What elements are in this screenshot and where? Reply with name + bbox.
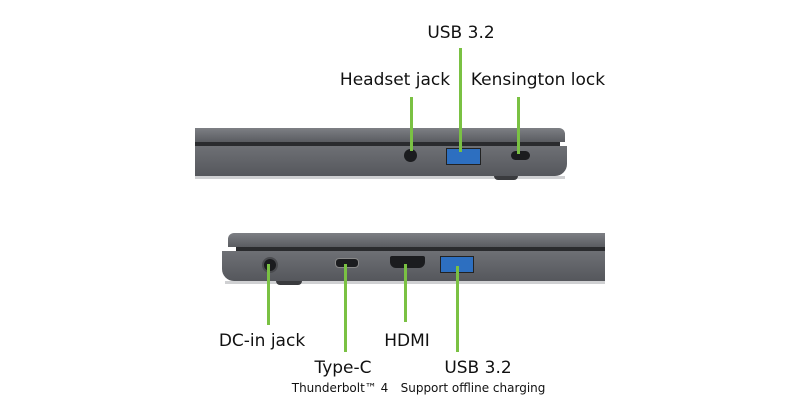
label-typec: Type-C — [314, 358, 372, 378]
dc-in-port — [262, 257, 278, 273]
label-usb-top: USB 3.2 — [427, 23, 495, 43]
headset-jack-port — [404, 149, 417, 162]
label-hdmi: HDMI — [384, 331, 430, 351]
callout-typec — [344, 264, 347, 352]
callout-headset — [410, 97, 413, 151]
typec-port — [335, 258, 359, 268]
callout-hdmi — [404, 264, 407, 322]
label-usb-bottom: USB 3.2 — [444, 358, 512, 378]
label-kensington: Kensington lock — [470, 70, 606, 90]
usb-port — [446, 148, 481, 165]
label-usb-sub: Support offline charging — [400, 381, 546, 395]
callout-usb-top — [459, 48, 462, 152]
label-headset: Headset jack — [339, 70, 451, 90]
kensington-slot — [511, 151, 530, 160]
base — [195, 146, 567, 176]
callout-dc — [267, 264, 270, 325]
hdmi-port — [390, 256, 425, 268]
callout-kensington — [517, 97, 520, 154]
lid — [195, 128, 565, 142]
label-typec-sub: Thunderbolt™ 4 — [291, 381, 389, 395]
label-dc: DC-in jack — [218, 331, 306, 351]
callout-usb-bottom — [456, 266, 459, 352]
